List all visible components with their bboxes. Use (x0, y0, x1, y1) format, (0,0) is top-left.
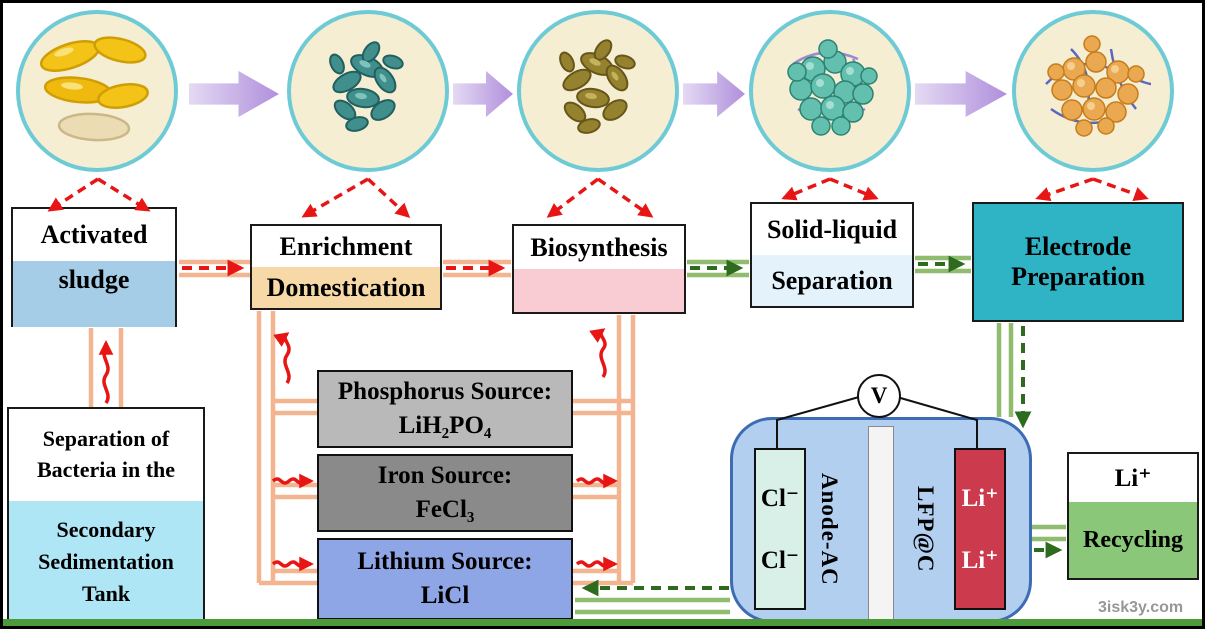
purple-flow-arrow-3 (683, 71, 745, 117)
stage-label: sludge (13, 261, 175, 327)
stage-label: Solid-liquid (752, 204, 912, 255)
lfp-carbon-composite-illustration (1045, 35, 1152, 137)
purple-flow-arrow-4 (915, 71, 1007, 117)
label-line: Tank (81, 580, 131, 606)
stage-color-panel (514, 269, 684, 312)
biosynthesis-bacteria-illustration (559, 39, 636, 134)
purple-flow-arrow-1 (189, 71, 279, 117)
stage-label: Electrode (1024, 232, 1132, 261)
recycling-box: Li⁺ Recycling (1067, 452, 1199, 580)
recycling-ion-label: Li⁺ (1069, 454, 1197, 502)
label-line: Separation of (42, 426, 170, 452)
stage-label: Activated (13, 209, 175, 261)
source-formula: LiCl (420, 582, 470, 609)
watermark: 3isk3y.com (1098, 599, 1184, 616)
stage-photo-5 (1012, 10, 1174, 172)
bottom-green-bar (3, 619, 1202, 626)
stage-photo-3 (517, 10, 679, 172)
stage-label: Domestication (252, 267, 440, 308)
stage-box-biosynthesis: Biosynthesis (512, 224, 686, 314)
cathode-label: LFP@C (913, 485, 938, 573)
source-formula: FeCl₃ (415, 496, 475, 523)
phosphorus-source-box: Phosphorus Source: LiH₂PO₄ (317, 370, 573, 448)
voltmeter-label: V (870, 383, 888, 408)
label-line: Secondary (56, 517, 156, 543)
sedimentation-tank-box: Separation of Bacteria in the Secondary … (7, 407, 205, 625)
anode-label: Anode-AC (817, 472, 842, 586)
stage-label: Separation (752, 255, 912, 306)
sedimentation-label-bottom: Secondary Sedimentation Tank (9, 501, 203, 623)
stage-box-activated-sludge: Activated sludge (11, 207, 177, 327)
battery-cell: Cl⁻ Cl⁻ Anode-AC LFP@C Li⁺ Li⁺ (730, 417, 1032, 623)
recycling-label: Recycling (1069, 502, 1197, 578)
source-title: Lithium Source: (357, 548, 533, 576)
stage-label: Enrichment (252, 226, 440, 267)
cathode-ion: Li⁺ (961, 547, 999, 575)
enriched-bacteria-illustration (329, 41, 404, 132)
stage-box-enrichment-domestication: Enrichment Domestication (250, 224, 442, 310)
source-title: Iron Source: (377, 462, 513, 490)
voltmeter: V (857, 374, 901, 418)
label-line: Bacteria in the (36, 457, 176, 482)
anode-ion: Cl⁻ (760, 484, 800, 512)
cathode-electrode: Li⁺ Li⁺ (954, 448, 1006, 610)
activated-sludge-bacteria-illustration (39, 36, 149, 142)
battery-separator (868, 426, 894, 620)
purple-flow-arrow-2 (453, 71, 513, 117)
stage-label: Biosynthesis (514, 226, 684, 269)
anode-electrode: Cl⁻ Cl⁻ (754, 448, 806, 610)
source-formula: LiH₂PO₄ (398, 412, 492, 439)
stage-box-electrode-preparation: Electrode Preparation (972, 202, 1184, 322)
cathode-ion: Li⁺ (961, 484, 999, 512)
lithium-source-box: Lithium Source: LiCl (317, 538, 573, 620)
stage-photo-1 (16, 10, 178, 172)
stage-photo-4 (749, 10, 911, 172)
label-line: Sedimentation (38, 549, 174, 575)
source-title: Phosphorus Source: (337, 378, 553, 406)
stage-label: Preparation (1011, 262, 1145, 291)
stage-photo-2 (287, 10, 449, 172)
stage-box-solid-liquid-separation: Solid-liquid Separation (750, 202, 914, 308)
anode-ion: Cl⁻ (760, 547, 800, 575)
sedimentation-label-top: Separation of Bacteria in the (9, 409, 203, 501)
solid-product-particles-illustration (787, 39, 878, 136)
iron-source-box: Iron Source: FeCl₃ (317, 454, 573, 532)
